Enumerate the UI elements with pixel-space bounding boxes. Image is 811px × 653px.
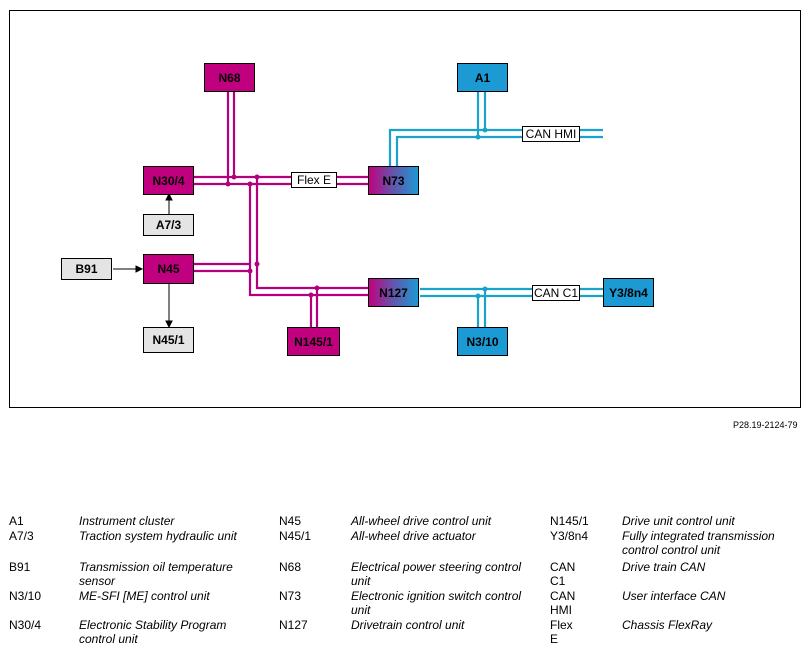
legend-code: N68 [279, 560, 302, 574]
node-a1: A1 [457, 63, 508, 92]
node-b91-label: B91 [75, 262, 97, 276]
node-a7-3-label: A7/3 [156, 218, 182, 232]
legend-desc: Drive unit control unit [622, 514, 735, 528]
figure-id: P28.19-2124-79 [733, 420, 798, 430]
node-n30-4: N30/4 [143, 166, 194, 195]
node-a1-label: A1 [475, 71, 491, 85]
legend-code: A1 [9, 514, 24, 528]
legend-desc: Electronic Stability Program control uni… [79, 618, 227, 646]
legend-desc: Chassis FlexRay [622, 618, 713, 632]
node-n45-1-label: N45/1 [152, 333, 184, 347]
flexray-junctions [225, 174, 320, 298]
bus-tag-can-c1-label: CAN C1 [534, 286, 578, 300]
legend-desc: Instrument cluster [79, 514, 175, 528]
legend-code: N73 [279, 589, 302, 603]
legend-code: CAN C1 [550, 560, 576, 588]
legend-desc: Drive train CAN [622, 560, 706, 574]
legend-code: B91 [9, 560, 31, 574]
node-y3-8n4-label: Y3/8n4 [609, 286, 648, 300]
legend-code: N30/4 [9, 618, 42, 632]
node-n68-label: N68 [218, 71, 240, 85]
legend-desc: Drivetrain control unit [351, 618, 465, 632]
arrow-down-icon [165, 320, 173, 329]
node-n145-1-label: N145/1 [294, 335, 333, 349]
node-n73: N73 [368, 166, 419, 195]
node-n45-1: N45/1 [143, 327, 194, 353]
legend-desc: All-wheel drive actuator [351, 529, 476, 543]
node-a7-3: A7/3 [143, 214, 194, 236]
legend-code: N3/10 [9, 589, 42, 603]
legend-code: Y3/8n4 [550, 529, 589, 543]
bus-tag-can-hmi: CAN HMI [522, 126, 580, 142]
legend-desc: ME-SFI [ME] control unit [79, 589, 210, 603]
node-y3-8n4: Y3/8n4 [603, 278, 654, 307]
node-n127-label: N127 [379, 286, 408, 300]
node-n73-label: N73 [382, 174, 404, 188]
node-n3-10-label: N3/10 [466, 335, 498, 349]
legend-desc: User interface CAN [622, 589, 726, 603]
node-b91: B91 [61, 258, 112, 280]
legend-code: A7/3 [9, 529, 34, 543]
node-n30-4-label: N30/4 [152, 174, 184, 188]
legend-desc: Traction system hydraulic unit [79, 529, 237, 543]
legend-desc: Electrical power steering control unit [351, 560, 522, 588]
bus-tag-can-c1: CAN C1 [532, 285, 580, 301]
arrow-up-icon [165, 192, 173, 201]
node-n45-label: N45 [157, 262, 179, 276]
legend-desc: Transmission oil temperature sensor [79, 560, 233, 588]
legend-code: N145/1 [550, 514, 589, 528]
legend-desc: Fully integrated transmission control co… [622, 529, 775, 557]
signal-arrows [113, 192, 173, 329]
legend-code: N127 [279, 618, 308, 632]
bus-tag-flex-e: Flex E [291, 172, 337, 188]
node-n68: N68 [204, 63, 255, 92]
legend: A1 Instrument cluster A7/3 Traction syst… [9, 514, 809, 650]
legend-desc: Electronic ignition switch control unit [351, 589, 522, 617]
bus-tag-can-hmi-label: CAN HMI [526, 127, 577, 141]
arrow-right-icon [135, 265, 144, 273]
legend-code: CAN HMI [550, 589, 576, 617]
node-n127: N127 [368, 278, 419, 307]
flexray-wiring [193, 91, 368, 327]
can-junctions [475, 127, 488, 299]
legend-code: N45/1 [279, 529, 312, 543]
node-n145-1: N145/1 [287, 327, 340, 356]
diagram-frame [9, 10, 801, 408]
node-n45: N45 [143, 254, 194, 284]
legend-code: Flex E [550, 618, 573, 646]
legend-code: N45 [279, 514, 302, 528]
bus-tag-flex-e-label: Flex E [297, 173, 331, 187]
node-n3-10: N3/10 [457, 327, 508, 356]
legend-desc: All-wheel drive control unit [351, 514, 492, 528]
